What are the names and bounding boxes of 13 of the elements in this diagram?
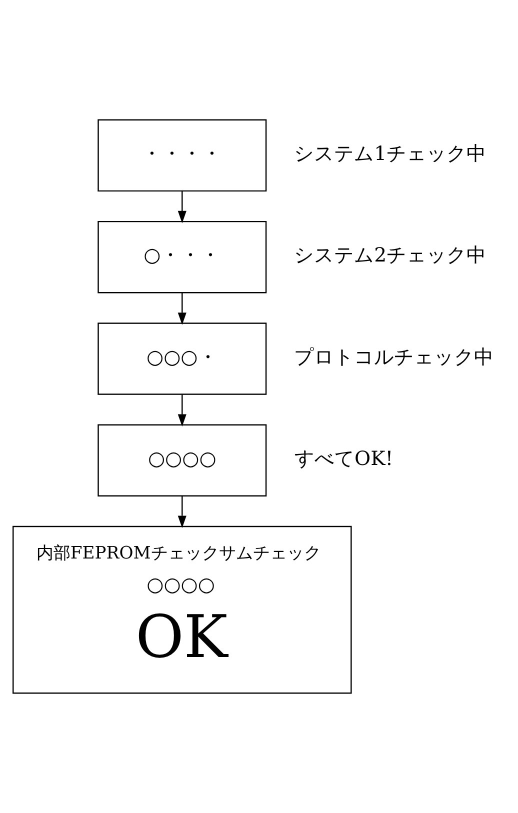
arrow — [178, 293, 186, 325]
node-label: システム1チェック中 — [294, 142, 487, 166]
node-label: システム2チェック中 — [294, 244, 487, 267]
node-box: ○○○・ — [98, 322, 267, 395]
arrow — [178, 191, 186, 224]
node-box: ○・・・ — [98, 220, 267, 294]
arrow — [178, 394, 186, 426]
node-box: ・・・・ — [98, 119, 267, 192]
node-box: 内部FEPROMチェックサムチェック ○○○○ OK — [12, 526, 352, 694]
node-label: プロトコルチェック中 — [294, 345, 494, 368]
arrow — [178, 496, 186, 528]
node-label: すべてOK! — [294, 447, 394, 470]
node-box: ○○○○ — [98, 424, 267, 497]
